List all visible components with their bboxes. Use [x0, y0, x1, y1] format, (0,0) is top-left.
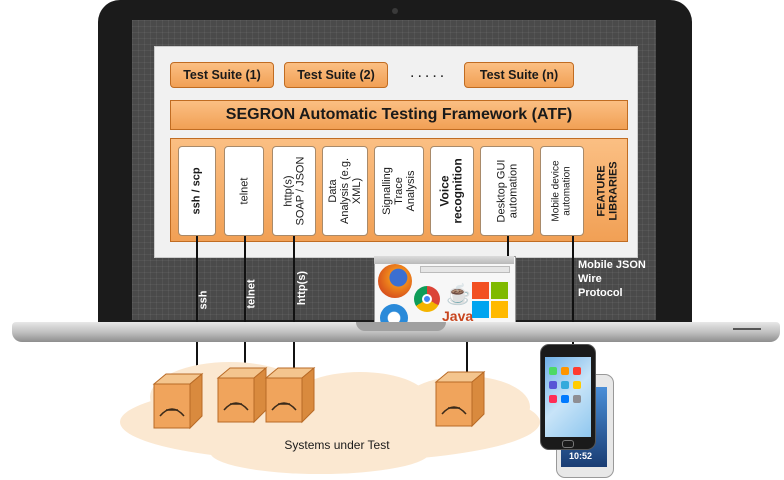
windows-icon	[472, 282, 510, 320]
library-label: Mobile device automation	[551, 160, 573, 222]
suite-ellipsis: .....	[410, 64, 448, 81]
camera-dot	[392, 8, 398, 14]
laptop-base	[12, 322, 780, 342]
phone-time: 10:52	[569, 451, 593, 461]
library-ssh-scp: ssh / scp	[178, 146, 216, 236]
library-voice-recognition: Voice recognition	[430, 146, 474, 236]
laptop-base-notch	[356, 322, 446, 331]
library-label: Desktop GUI automation	[495, 159, 519, 223]
library-label: Data Analysis (e.g. XML)	[327, 157, 363, 225]
ssh-label: ssh	[197, 290, 210, 310]
library-telnet: telnet	[224, 146, 264, 236]
chrome-icon	[414, 286, 440, 312]
feature-libraries-text: FEATURE LIBRARIES	[596, 161, 620, 221]
cloud-lobe-bottom	[210, 430, 430, 474]
library-signalling-trace: Signalling Trace Analysis	[374, 146, 424, 236]
test-suite-2: Test Suite (2)	[284, 62, 388, 88]
home-button-icon	[562, 440, 574, 448]
systems-under-test-label: Systems under Test	[284, 438, 390, 452]
iphone	[540, 344, 596, 450]
window-address-bar	[420, 266, 510, 273]
window-titlebar	[374, 256, 514, 264]
library-mobile-device: Mobile device automation	[540, 146, 584, 236]
library-label: ssh / scp	[191, 167, 204, 215]
https-connector	[293, 236, 295, 378]
feature-libraries-label: FEATURE LIBRARIES	[590, 146, 626, 236]
desktop-to-system-connector	[466, 338, 468, 380]
system-box-4	[434, 370, 486, 428]
mobile-connector	[572, 236, 574, 344]
firefox-icon	[378, 264, 412, 298]
library-label: Signalling Trace Analysis	[380, 167, 417, 215]
desktop-gui-connector	[507, 236, 509, 260]
telnet-connector	[244, 236, 246, 378]
mobile-protocol-label: Mobile JSON Wire Protocol	[578, 259, 646, 299]
framework-bar: SEGRON Automatic Testing Framework (ATF)	[170, 100, 628, 130]
test-suite-n: Test Suite (n)	[464, 62, 574, 88]
library-label: telnet	[237, 177, 250, 205]
library-label: http(s) SOAP / JSON	[282, 156, 306, 226]
library-desktop-gui: Desktop GUI automation	[480, 146, 534, 236]
ssh-connector	[196, 236, 198, 398]
library-http-soap-json: http(s) SOAP / JSON	[272, 146, 316, 236]
laptop-base-slot	[733, 328, 761, 330]
test-suite-1: Test Suite (1)	[170, 62, 274, 88]
library-label: Voice recognition	[438, 158, 465, 224]
system-box-1	[152, 372, 204, 430]
https-label: http(s)	[296, 270, 309, 306]
system-box-3	[264, 366, 316, 424]
telnet-label: telnet	[245, 279, 258, 309]
java-label: Java	[442, 308, 474, 324]
library-data-analysis: Data Analysis (e.g. XML)	[322, 146, 368, 236]
java-cup-icon: ☕	[446, 284, 471, 306]
